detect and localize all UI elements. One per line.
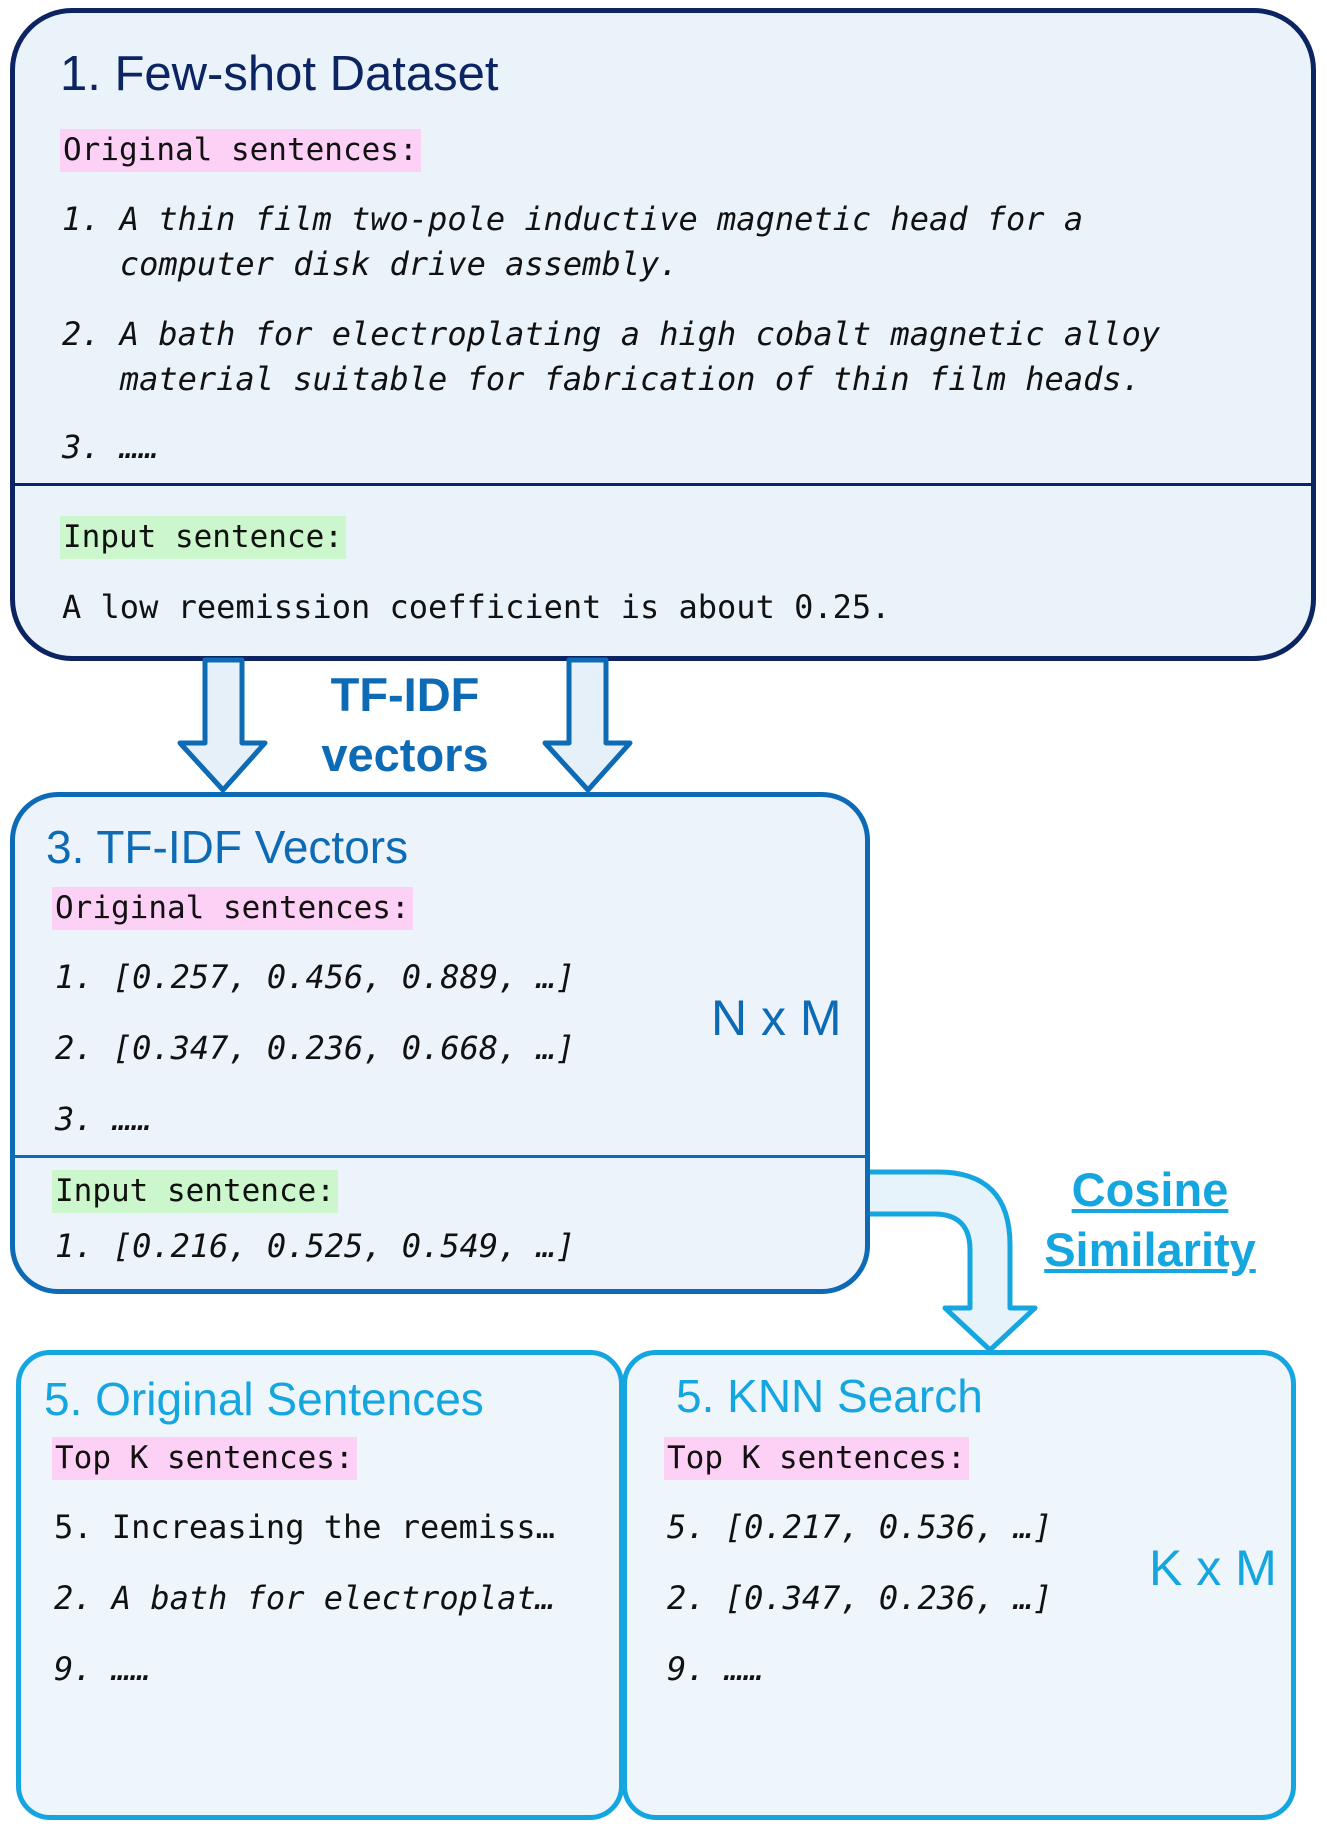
tfidf-vectors-box	[10, 792, 870, 1294]
original-sentences-label: Original sentences:	[60, 129, 421, 172]
tfidf-vectors-title: 3. TF-IDF Vectors	[46, 821, 409, 873]
top-k-item: 5. [0.217, 0.536, …]	[667, 1508, 1053, 1546]
top-k-sentences-label: Top K sentences:	[664, 1437, 969, 1480]
original-sentences-label: Original sentences:	[52, 887, 413, 930]
top-k-item: 2. [0.347, 0.236, …]	[667, 1579, 1053, 1617]
vector-line: 1. [0.257, 0.456, 0.889, …]	[55, 958, 576, 996]
kxm-label: K x M	[1149, 1540, 1277, 1596]
tfidf-vectors-label: TF-IDF vectors	[300, 665, 510, 785]
top-k-item: 9. ……	[667, 1650, 764, 1688]
knn-search-title: 5. KNN Search	[676, 1370, 983, 1422]
knn-search-box	[622, 1350, 1296, 1820]
tfidf-label-line2: vectors	[321, 728, 489, 781]
cosine-similarity-label: Cosine Similarity	[1030, 1160, 1270, 1280]
tfidf-label-line1: TF-IDF	[330, 668, 480, 721]
vector-line: 3. ……	[55, 1100, 152, 1138]
input-vector-line: 1. [0.216, 0.525, 0.549, …]	[55, 1227, 576, 1265]
sentence-line: 3. ……	[62, 428, 159, 466]
top-k-item: 2. A bath for electroplat…	[54, 1579, 555, 1617]
cosine-label-line2: Similarity	[1044, 1223, 1256, 1276]
input-sentence-label: Input sentence:	[60, 516, 346, 559]
sentence-line: 1. A thin film two-pole inductive magnet…	[62, 200, 1084, 238]
top-k-item: 5. Increasing the reemiss…	[54, 1508, 555, 1546]
original-sentences-box	[16, 1350, 624, 1820]
top-k-sentences-label: Top K sentences:	[52, 1437, 357, 1480]
sentence-line: 2. A bath for electroplating a high coba…	[62, 315, 1161, 353]
original-sentences-title: 5. Original Sentences	[44, 1373, 484, 1425]
sentence-line: computer disk drive assembly.	[62, 245, 679, 283]
cosine-label-line1: Cosine	[1071, 1163, 1229, 1216]
input-sentence-label: Input sentence:	[52, 1170, 338, 1213]
down-arrow-left	[177, 657, 268, 793]
cosine-similarity-arrow	[863, 1169, 1038, 1353]
top-k-item: 9. ……	[54, 1650, 151, 1688]
section-divider	[14, 1155, 866, 1158]
few-shot-dataset-title: 1. Few-shot Dataset	[60, 47, 499, 101]
sentence-line: material suitable for fabrication of thi…	[62, 360, 1141, 398]
input-sentence-text: A low reemission coefficient is about 0.…	[62, 588, 891, 626]
down-arrow-right	[542, 657, 633, 793]
section-divider	[14, 483, 1312, 486]
nxm-label: N x M	[711, 990, 842, 1046]
vector-line: 2. [0.347, 0.236, 0.668, …]	[55, 1029, 576, 1067]
